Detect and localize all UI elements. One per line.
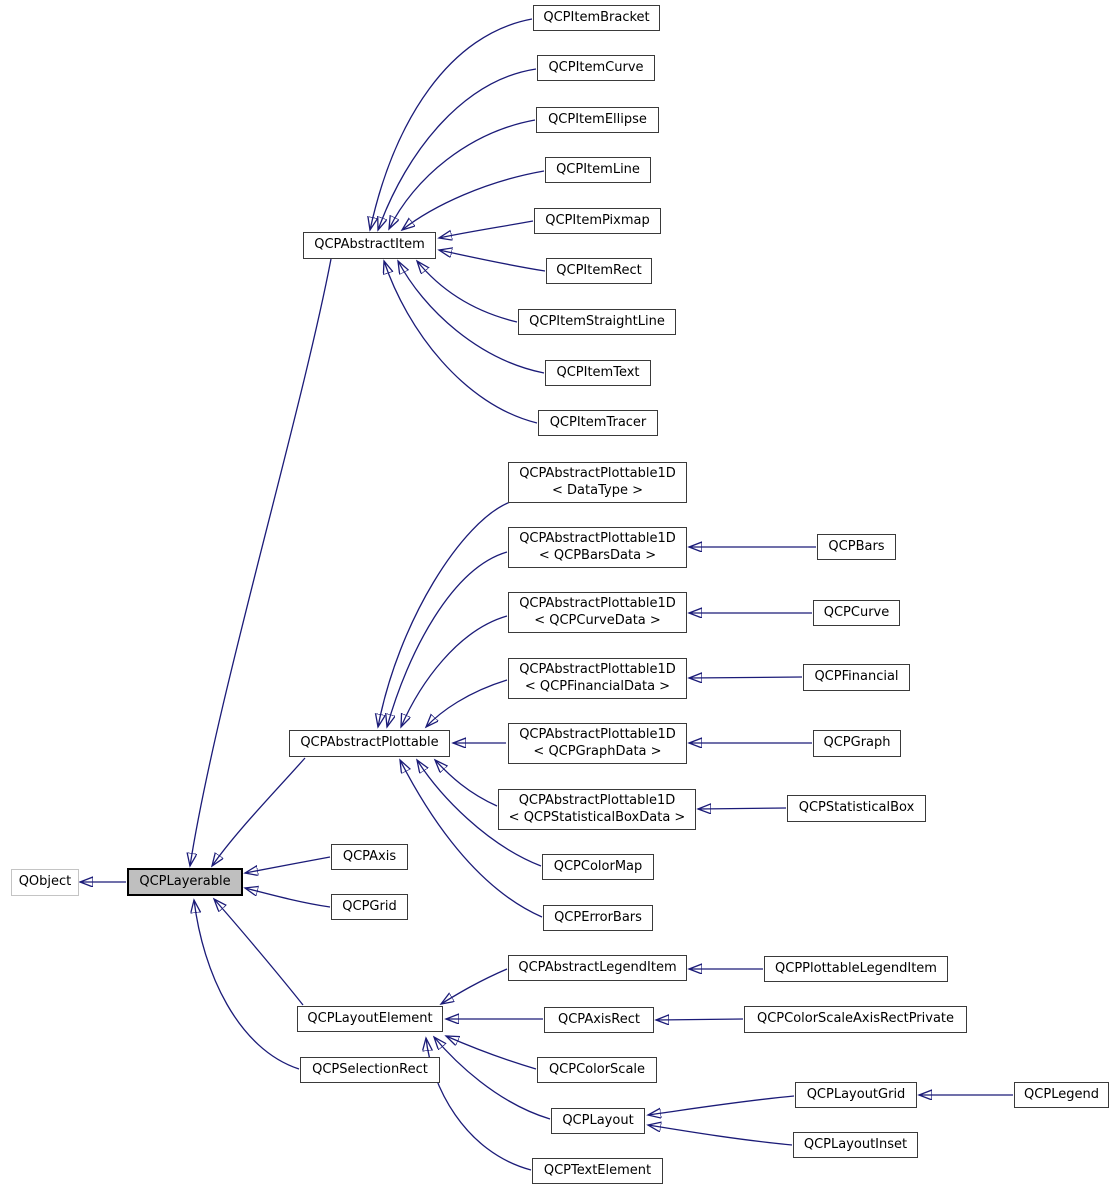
node-qcpitemstraightline[interactable]: QCPItemStraightLine — [518, 309, 676, 335]
node-qcpabstractplottable1d-datatype[interactable]: QCPAbstractPlottable1D < DataType > — [508, 462, 687, 503]
node-qcplayoutgrid[interactable]: QCPLayoutGrid — [795, 1082, 917, 1108]
node-qcpgrid[interactable]: QCPGrid — [331, 894, 408, 920]
edge-qcpitempixmap-to-qcpabstractitem — [439, 220, 534, 238]
edge-plottable1d-financialdata-to-qcpabstractplottable — [426, 679, 508, 727]
edge-qcpcolorscaleaxisrectprivate-to-qcpaxisrect — [656, 1019, 744, 1020]
node-qcpgraph[interactable]: QCPGraph — [813, 730, 901, 757]
edge-qcpfinancial-to-plottable1d-financialdata — [689, 677, 803, 678]
edge-qcptextelement-to-qcplayoutelement — [426, 1038, 532, 1171]
node-qcpabstractplottable1d-qcpbarsdata[interactable]: QCPAbstractPlottable1D < QCPBarsData > — [508, 527, 687, 568]
edge-qcpstatisticalbox-to-plottable1d-statboxdata — [698, 808, 787, 809]
node-qcplayoutelement[interactable]: QCPLayoutElement — [297, 1006, 443, 1032]
node-qcpstatisticalbox[interactable]: QCPStatisticalBox — [787, 795, 926, 822]
node-qcpcolorscale[interactable]: QCPColorScale — [537, 1057, 657, 1083]
node-qcpitemtracer[interactable]: QCPItemTracer — [538, 410, 658, 436]
node-qcpaxis[interactable]: QCPAxis — [331, 844, 408, 870]
node-qcplegend[interactable]: QCPLegend — [1014, 1082, 1109, 1108]
node-qcpabstractplottable1d-qcpcurvedata[interactable]: QCPAbstractPlottable1D < QCPCurveData > — [508, 592, 687, 633]
edge-qcpitemtracer-to-qcpabstractitem — [384, 261, 538, 424]
node-qcpbars[interactable]: QCPBars — [817, 534, 896, 560]
node-qcpitembracket[interactable]: QCPItemBracket — [533, 5, 660, 31]
edge-qcpcolormap-to-qcpabstractplottable — [417, 760, 542, 867]
edge-qcpitemstraightline-to-qcpabstractitem — [417, 261, 518, 323]
edge-qcpselectionrect-to-qcplayerable — [194, 900, 300, 1070]
edge-qcpitemline-to-qcpabstractitem — [402, 170, 545, 230]
node-qcpabstractplottable1d-qcpgraphdata[interactable]: QCPAbstractPlottable1D < QCPGraphData > — [508, 723, 687, 764]
edge-qcperrorbars-to-qcpabstractplottable — [400, 760, 543, 918]
edge-qcpitemcurve-to-qcpabstractitem — [378, 68, 537, 230]
node-qcpfinancial[interactable]: QCPFinancial — [803, 664, 910, 691]
node-qcplayout[interactable]: QCPLayout — [551, 1108, 645, 1134]
node-qcpcurve[interactable]: QCPCurve — [813, 600, 900, 626]
edge-qcplayoutgrid-to-qcplayout — [648, 1095, 795, 1115]
node-qcpitemtext[interactable]: QCPItemText — [545, 360, 651, 386]
edge-qcplayoutinset-to-qcplayout — [648, 1125, 793, 1146]
edge-qcpitemellipse-to-qcpabstractitem — [389, 119, 536, 229]
node-qcpcolorscaleaxisrectprivate[interactable]: QCPColorScaleAxisRectPrivate — [744, 1006, 967, 1033]
node-qcpabstractitem[interactable]: QCPAbstractItem — [303, 232, 436, 259]
node-qcplayerable: QCPLayerable — [127, 868, 243, 896]
edge-qcplayoutelement-to-qcplayerable — [214, 899, 304, 1006]
edge-qcpitemtext-to-qcpabstractitem — [398, 261, 545, 374]
edge-qcpabstractplottable-to-qcplayerable — [212, 757, 306, 866]
node-qcpabstractplottable1d-qcpstatisticalboxdata[interactable]: QCPAbstractPlottable1D < QCPStatisticalB… — [498, 789, 696, 830]
node-qcpitemcurve[interactable]: QCPItemCurve — [537, 55, 655, 81]
edge-qcpcolorscale-to-qcplayoutelement — [446, 1036, 537, 1070]
node-qcpselectionrect[interactable]: QCPSelectionRect — [300, 1057, 440, 1083]
node-qcpitempixmap[interactable]: QCPItemPixmap — [534, 208, 661, 234]
node-qcpabstractplottable[interactable]: QCPAbstractPlottable — [289, 730, 450, 757]
node-qcpabstractplottable1d-qcpfinancialdata[interactable]: QCPAbstractPlottable1D < QCPFinancialDat… — [508, 658, 687, 699]
edge-qcpitembracket-to-qcpabstractitem — [370, 18, 533, 230]
node-qcpplottablelegenditem[interactable]: QCPPlottableLegendItem — [764, 956, 948, 982]
edge-plottable1d-barsdata-to-qcpabstractplottable — [387, 551, 508, 727]
edge-qcpitemrect-to-qcpabstractitem — [439, 250, 546, 272]
edge-plottable1d-datatype-to-qcpabstractplottable — [378, 501, 511, 727]
node-qcptextelement[interactable]: QCPTextElement — [532, 1158, 663, 1184]
node-qcpcolormap[interactable]: QCPColorMap — [542, 854, 654, 880]
edge-plottable1d-curvedata-to-qcpabstractplottable — [401, 615, 508, 727]
edge-qcpabstractitem-to-qcplayerable — [190, 258, 332, 866]
edge-qcpabstractlegenditem-to-qcplayoutelement — [441, 968, 508, 1004]
edge-qcpaxis-to-qcplayerable — [245, 856, 331, 873]
edge-qcpgrid-to-qcplayerable — [245, 888, 331, 908]
node-qcpitemellipse[interactable]: QCPItemEllipse — [536, 107, 659, 133]
node-qcpabstractlegenditem[interactable]: QCPAbstractLegendItem — [508, 955, 687, 981]
edge-plottable1d-statboxdata-to-qcpabstractplottable — [435, 760, 498, 807]
node-qcperrorbars[interactable]: QCPErrorBars — [543, 905, 653, 931]
node-qcplayoutinset[interactable]: QCPLayoutInset — [793, 1132, 918, 1158]
node-qcpaxisrect[interactable]: QCPAxisRect — [544, 1007, 654, 1033]
edge-qcplayout-to-qcplayoutelement — [434, 1037, 551, 1120]
node-qobject: QObject — [11, 869, 79, 896]
node-qcpitemline[interactable]: QCPItemLine — [545, 157, 651, 183]
node-qcpitemrect[interactable]: QCPItemRect — [546, 258, 652, 284]
